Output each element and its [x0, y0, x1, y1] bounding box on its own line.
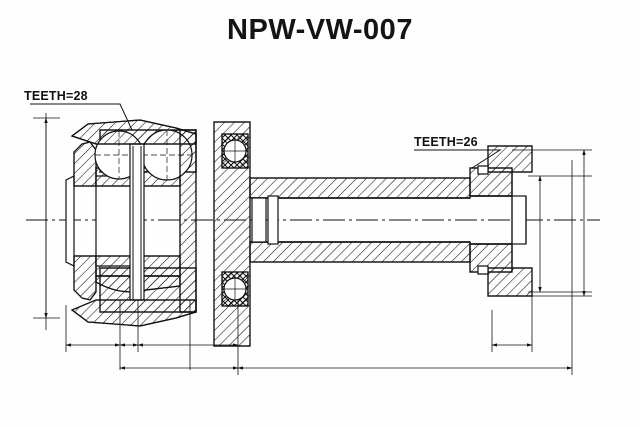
callout-label-teeth-right: TEETH=26	[414, 135, 478, 149]
retainer-collar-bottom	[487, 267, 533, 297]
joint-outer-shell	[179, 129, 197, 313]
spline-end-bore	[511, 195, 527, 245]
cv-joint-inner-assembly	[65, 119, 197, 327]
spline-shaft-core	[129, 143, 145, 301]
shaft-inner-step-b	[267, 195, 279, 245]
retainer-collar-top	[487, 145, 533, 173]
shaft-wall-bottom	[249, 241, 471, 263]
callout-label-teeth-left: TEETH=28	[24, 89, 88, 103]
inner-seal-ring	[65, 175, 75, 267]
mounting-flange	[213, 121, 251, 347]
page-title: NPW-VW-007	[227, 14, 413, 46]
snap-ring-bottom	[477, 265, 489, 275]
leader-line-teeth-right	[414, 149, 502, 169]
drive-shaft-tube	[249, 177, 471, 263]
shaft-wall-top	[249, 177, 471, 199]
shaft-inner-step-a	[251, 197, 267, 243]
snap-ring-top	[477, 165, 489, 175]
outer-splined-end	[469, 145, 533, 297]
